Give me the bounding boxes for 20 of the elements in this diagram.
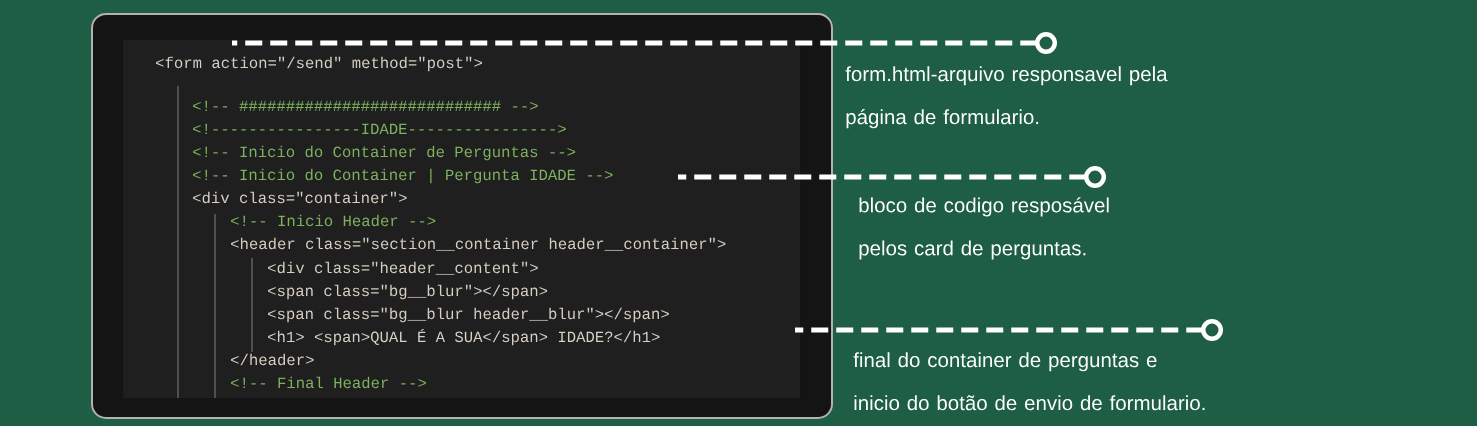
code-line: <span class="bg__blur header__blur"></span> [268,307,669,323]
code-line: <div class="container"> [193,191,407,204]
code-line: <!----------------IDADE----------------> [193,123,566,134]
code-line: <form action="/send" method="post"> [156,56,482,72]
code-line: <span class="bg__blur"></span> [268,284,548,300]
code-line: </header> [231,353,314,366]
leader-line [678,166,1106,188]
annotation-text: bloco de codigo resposável pelos card de perguntas. [859,197,1109,260]
code-line: <div class="header__content"> [268,261,538,275]
code-line: <!-- ############################ --> [193,100,538,111]
code-line: <!-- Final Header --> [231,376,426,389]
leader-line [232,32,1057,54]
code-line: <h1> <span>QUAL É A SUA</span> IDADE?</h1> [268,329,660,346]
code-line: <!-- Inicio Header --> [231,214,436,227]
leader-line [795,319,1223,341]
code-line: <!-- Inicio do Container | Pergunta IDADE --> [193,168,613,184]
code-line: <header class="section__container header__container"> [231,237,726,251]
annotation-text: form.html-arquivo responsavel pela página de formulario. [845,66,1168,129]
code-line: <!-- Inicio do Container de Perguntas --> [193,145,576,161]
annotation-text: final do container de perguntas e inicio do botão de envio de formulario. [853,352,1205,411]
